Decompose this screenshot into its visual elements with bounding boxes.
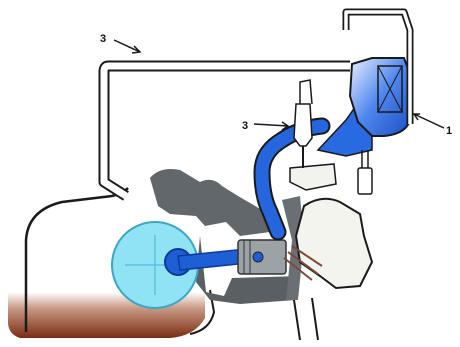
pcv-valve-top: [300, 80, 312, 104]
label-right: 1: [446, 125, 452, 137]
valve-chamber: [296, 199, 372, 288]
label-arrow-middle: [254, 122, 288, 130]
engine-mount: [294, 298, 318, 340]
label-arrow-right: [414, 114, 444, 128]
wrist-pin: [253, 252, 263, 262]
label-arrow-top: [114, 40, 140, 53]
fuel-bowl: [358, 168, 372, 194]
label-middle: 3: [242, 120, 248, 132]
intake-valve-box: [290, 164, 336, 190]
pcv-valve: [294, 104, 312, 146]
label-top: 3: [100, 33, 106, 45]
